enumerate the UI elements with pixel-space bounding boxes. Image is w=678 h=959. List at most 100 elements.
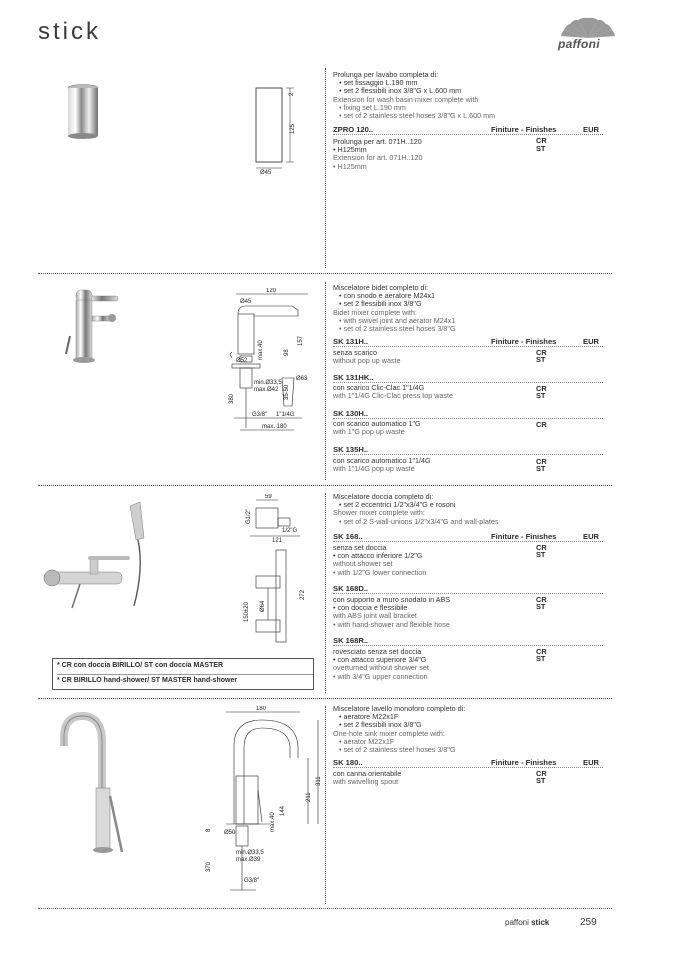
footer-brand: paffoni stick	[505, 918, 549, 927]
dim-label: 1/2"G	[282, 528, 297, 534]
intro-en-item: set of 2 stainless steel hoses 3/8"G	[339, 745, 608, 754]
extension-technical-drawing: 2 125 Ø45	[250, 84, 310, 176]
finish-value: CR	[536, 348, 547, 357]
desc-it-item: H125mm	[337, 145, 367, 155]
section-divider	[38, 485, 612, 486]
intro-it-item: set 2 eccentrici 1/2"x3/4"G e rosoni	[339, 500, 608, 509]
eur-label: EUR	[583, 532, 600, 541]
desc-en-item: H125mm	[337, 161, 367, 171]
finish-value: CR	[536, 769, 547, 778]
dim-label: 150±20	[244, 601, 250, 622]
finish-value: ST	[536, 144, 546, 153]
intro-it-item: aeratore M22x1F	[339, 712, 608, 721]
dim-label: 35-50	[284, 384, 290, 400]
dim-label: 311	[316, 776, 322, 786]
product-code: SK 135H..	[333, 445, 369, 454]
desc-it: Prolunga per art. 071H..120	[333, 137, 422, 146]
intro-en-item: set of 2 stainless steel hoses 3/8"G	[339, 324, 608, 333]
intro-it: Miscelatore doccia completo di:	[333, 492, 434, 501]
product-code: SK 168R..	[333, 636, 369, 645]
dim-label: G3/8"	[252, 412, 267, 418]
intro-it: Miscelatore lavello monoforo completo di…	[333, 704, 466, 713]
dim-label: 125	[290, 123, 296, 134]
dim-label: 272	[300, 589, 306, 600]
finish-value: ST	[536, 654, 546, 663]
product-code: SK 130H..	[333, 409, 369, 418]
sink-technical-drawing: 180 211 311 144 max.40 8 Ø50 min.Ø33,5 m…	[200, 706, 324, 896]
variants-table: SK 180.. Finiture - Finishes EUR con can…	[333, 758, 608, 798]
note-it: * CR con doccia BIRILLO/ ST con doccia M…	[57, 662, 224, 669]
finishes-label: Finiture - Finishes	[491, 758, 557, 767]
dim-label: 2	[289, 92, 295, 96]
finish-value: ST	[536, 776, 546, 785]
dim-label: Ø52	[236, 358, 248, 364]
intro-it: Prolunga per lavabo completa di:	[333, 70, 439, 79]
finishes-label: Finiture - Finishes	[491, 337, 557, 346]
variant-description: con supporto a muro snodato in ABS • con…	[333, 595, 451, 629]
finish-value: CR	[536, 136, 547, 145]
shower-mixer-photo	[40, 498, 170, 614]
intro-en-item: set of 2 S-wall-unions 1/2"x3/4"G and wa…	[339, 517, 608, 526]
dim-label: max.Ø42	[254, 387, 279, 393]
dim-label: max. 180	[262, 424, 287, 430]
eur-label: EUR	[583, 337, 600, 346]
section-divider	[38, 273, 612, 274]
product-code: ZPRO 120..	[333, 125, 374, 134]
finish-value: ST	[536, 550, 546, 559]
column-divider	[325, 493, 326, 693]
product-code: SK 180..	[333, 758, 363, 767]
dim-label: 8	[206, 828, 212, 832]
finish-value: CR	[536, 595, 547, 604]
section-intro: Miscelatore bidet completo di: con snodo…	[333, 283, 608, 333]
section-divider	[38, 698, 612, 699]
eur-label: EUR	[583, 758, 600, 767]
code-row: SK 130H..	[333, 409, 603, 419]
finish-value: CR	[536, 647, 547, 656]
footer-line-name: stick	[531, 918, 550, 927]
variant-description: senza set doccia • con attacco inferiore…	[333, 543, 427, 577]
code-row: SK 131HK..	[333, 373, 603, 383]
dim-label: 120	[266, 288, 277, 294]
bidet-technical-drawing: 120 Ø45 max.40 157 98 Ø52 Ø63 min.Ø33,5 …	[222, 288, 322, 438]
dim-label: 144	[280, 805, 286, 816]
dim-label: max.40	[270, 812, 276, 832]
finishes-label: Finiture - Finishes	[491, 125, 557, 134]
dim-label: max.Ø39	[236, 857, 261, 863]
code-row: SK 180.. Finiture - Finishes EUR	[333, 758, 603, 768]
product-code: SK 131H..	[333, 337, 369, 346]
variant-description: Prolunga per art. 071H..120 • H125mm Ext…	[333, 137, 523, 171]
column-divider	[325, 706, 326, 904]
dim-label: 180	[256, 706, 267, 712]
dim-label: 98	[284, 349, 290, 356]
intro-it-item: set 2 flessibili inox 3/8"G	[339, 300, 608, 308]
column-divider	[325, 68, 326, 268]
product-code-block: ZPRO 120.. Finiture - Finishes EUR CR ST…	[333, 125, 608, 185]
code-row: SK 168D..	[333, 584, 603, 594]
dim-label: 211	[306, 792, 312, 802]
variants-table: SK 168.. Finiture - Finishes EUR senza s…	[333, 532, 608, 692]
dim-label: Ø50	[224, 830, 236, 836]
code-row: SK 131H.. Finiture - Finishes EUR	[333, 337, 603, 347]
dim-label: 370	[206, 861, 212, 872]
footer-brand-name: paffoni	[505, 918, 529, 927]
dim-label: min.Ø33,5	[236, 850, 264, 856]
product-code: SK 168D..	[333, 584, 369, 593]
dim-label: G1/2"	[246, 509, 252, 524]
page-number: 259	[580, 917, 597, 928]
finish-value: CR	[536, 384, 547, 393]
dim-label: 380	[229, 393, 235, 404]
page-title: stick	[38, 18, 101, 45]
intro-en-item: with swivel joint and aerator M24x1	[339, 316, 608, 325]
finish-value: ST	[536, 464, 546, 473]
paffoni-fan-icon	[561, 17, 615, 38]
finish-value: ST	[536, 602, 546, 611]
product-code: SK 131HK..	[333, 373, 374, 382]
finish-value: ST	[536, 355, 546, 364]
intro-en-item: aerator M22x1F	[339, 737, 608, 746]
intro-en: Bidet mixer complete with:	[333, 307, 417, 317]
code-row: SK 168R..	[333, 636, 603, 646]
note-en: * CR BIRILLO hand-shower/ ST MASTER hand…	[57, 677, 238, 684]
intro-it-item: con snodo e aeratore M24x1	[339, 291, 608, 300]
